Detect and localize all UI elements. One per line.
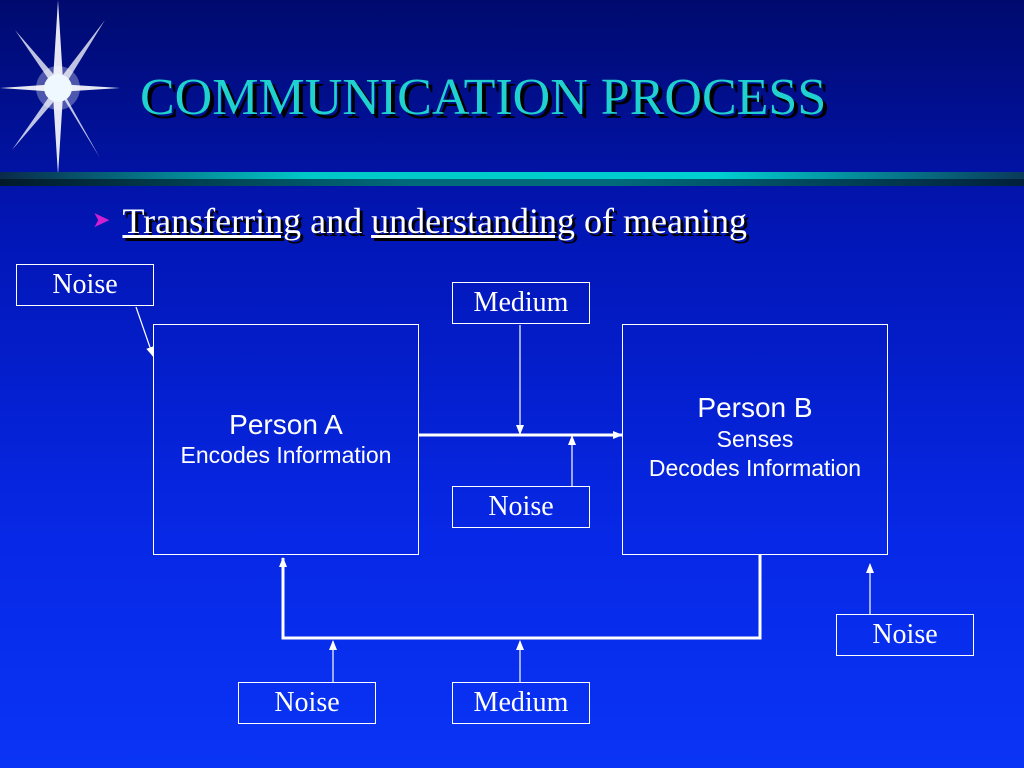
bullet-word-transferring: Transferring [122, 201, 302, 241]
person-a-box: Person A Encodes Information [153, 324, 419, 555]
medium-box-top: Medium [452, 282, 590, 324]
starburst-icon [0, 0, 120, 175]
person-b-role: Decodes Information [648, 455, 862, 482]
noise-box-right: Noise [836, 614, 974, 656]
noise-box-top-left: Noise [16, 264, 154, 306]
title-divider [0, 172, 1024, 179]
person-a-role: Encodes Information [180, 442, 392, 469]
noise-box-middle: Noise [452, 486, 590, 528]
person-b-box: Person B Senses Decodes Information [622, 324, 888, 555]
bullet-arrow-icon: ➤ [92, 207, 111, 232]
bullet-word-and: and [310, 201, 363, 241]
bullet-point: ➤ Transferring and understanding of meani… [92, 200, 747, 243]
arrow-noise-to-person-a [135, 306, 154, 357]
title-divider-shadow [0, 179, 1024, 186]
feedback-loop [279, 555, 762, 640]
person-a-name: Person A [229, 408, 343, 440]
person-b-name: Person B [697, 392, 813, 423]
person-b-senses: Senses [716, 425, 794, 452]
page-title: COMMUNICATION PROCESS [140, 69, 827, 126]
bullet-word-understanding: understanding [371, 201, 576, 241]
noise-box-bottom: Noise [238, 682, 376, 724]
medium-box-bottom: Medium [452, 682, 590, 724]
bullet-rest: of meaning [584, 201, 747, 241]
